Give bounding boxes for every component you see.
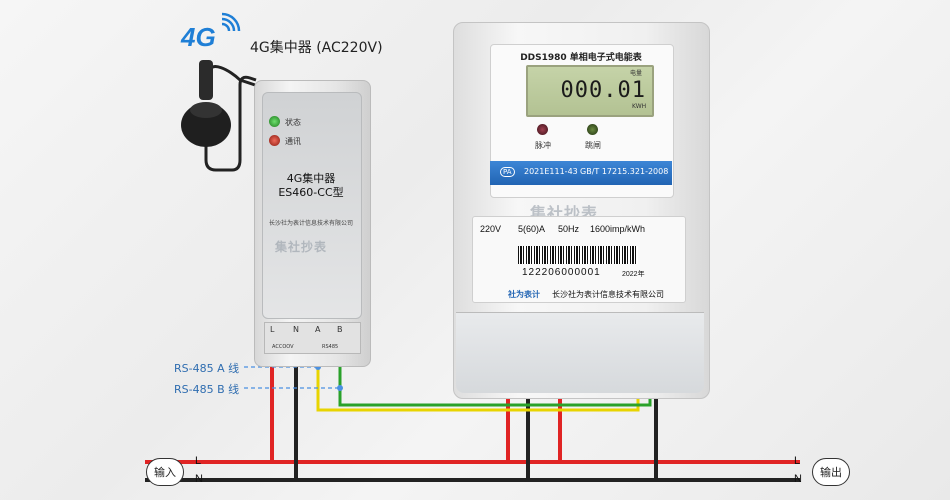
- terminal-b: B: [337, 325, 343, 334]
- comm-label: 通讯: [285, 137, 301, 146]
- meter-current: 5(60)A: [518, 224, 546, 234]
- terminal-sub-right: RS485: [322, 344, 339, 350]
- concentrator-terminal-block: [264, 322, 361, 354]
- meter-constant: 1600imp/kWh: [590, 224, 646, 234]
- 4g-logo: 4G: [181, 22, 216, 52]
- status-label: 状态: [285, 118, 301, 127]
- signal-icon: [221, 12, 241, 32]
- meter-cert-strip: [490, 161, 672, 185]
- rs485-a-label: RS-485 A 线: [174, 362, 240, 375]
- meter-year: 2022年: [622, 271, 645, 278]
- meter-barcode: [518, 246, 638, 264]
- output-label: 输出: [812, 458, 850, 486]
- meter-reading: 000.01: [560, 78, 646, 103]
- input-neutral-label: N: [195, 473, 203, 485]
- input-label: 输入: [146, 458, 184, 486]
- output-neutral-label: N: [794, 473, 802, 485]
- concentrator-name: 4G集中器 ES460-CC型: [262, 172, 360, 200]
- concentrator-watermark: 集社抄表: [275, 240, 328, 254]
- meter-voltage: 220V: [480, 224, 502, 234]
- meter-standard: GB/T 17215.321-2008: [580, 167, 669, 176]
- concentrator-face: [262, 92, 362, 319]
- rs485-b-label: RS-485 B 线: [174, 383, 240, 396]
- comm-led-icon: [269, 135, 280, 146]
- terminal-n: N: [293, 325, 299, 334]
- antenna-icon: [199, 60, 213, 100]
- output-live-label: L: [794, 455, 801, 467]
- meter-frequency: 50Hz: [558, 224, 580, 234]
- meter-unit: KWH: [632, 103, 647, 110]
- lcd-tag: 电量: [630, 70, 643, 77]
- concentrator-caption: 4G集中器 (AC220V): [250, 40, 383, 56]
- input-live-label: L: [195, 455, 202, 467]
- meter-lcd: [526, 65, 654, 117]
- status-led-icon: [269, 116, 280, 127]
- meter-pa-badge: PA: [500, 167, 515, 177]
- meter-cert: 2021E111-43: [524, 167, 578, 176]
- pulse-label: 脉冲: [535, 141, 551, 150]
- pulse-led-icon: [537, 124, 548, 135]
- concentrator-name-line1: 4G集中器: [286, 172, 336, 185]
- trip-led-icon: [587, 124, 598, 135]
- terminal-l: L: [270, 325, 275, 334]
- concentrator-company: 长沙社为表计信息技术有限公司: [268, 220, 353, 227]
- terminal-a: A: [315, 325, 321, 334]
- meter-company: 长沙社为表计信息技术有限公司: [552, 290, 664, 299]
- concentrator-model: ES460-CC型: [278, 186, 344, 199]
- meter-brand: 社为表计: [508, 290, 540, 299]
- trip-label: 跳闸: [585, 141, 601, 150]
- meter-serial: 122206000001: [522, 267, 601, 278]
- meter-title: DDS1980 单相电子式电能表: [520, 53, 642, 63]
- antenna-cable: [208, 65, 256, 87]
- terminal-sub-left: ACCOOV: [272, 344, 294, 350]
- meter-terminal-cover: [456, 312, 704, 393]
